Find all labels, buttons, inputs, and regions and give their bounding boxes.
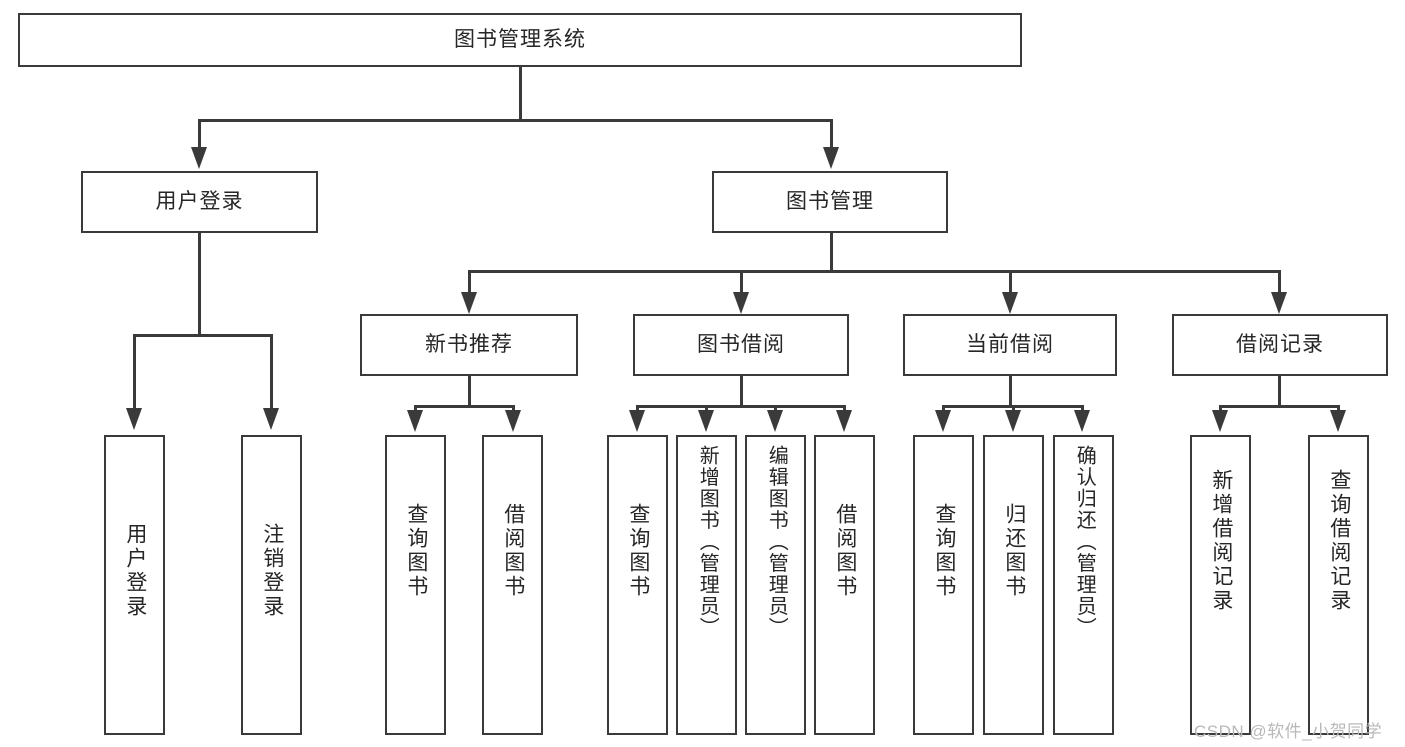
node-leaf-logout-label: 注销登录 (260, 523, 284, 619)
edge-current-borrow-drop-3 (1081, 405, 1084, 413)
node-leaf-borrow-book-2-label: 借阅图书 (833, 503, 857, 599)
edge-book-borrow-bus (636, 405, 846, 408)
node-user-login-label: 用户登录 (155, 189, 244, 213)
edge-user-login-stem (198, 233, 201, 334)
edge-new-book-drop-2 (512, 405, 515, 413)
node-current-borrow-label: 当前借阅 (966, 332, 1054, 356)
edge-book-borrow-drop-2 (705, 405, 708, 413)
node-borrow-record[interactable]: 借阅记录 (1172, 314, 1388, 376)
node-book-borrow[interactable]: 图书借阅 (633, 314, 849, 376)
node-leaf-add-record-label: 新增借阅记录 (1209, 469, 1233, 613)
arrow-to-leaf-return-book (1005, 410, 1021, 432)
arrow-to-leaf-edit-book (767, 410, 783, 432)
arrow-to-leaf-borrow-book-2 (836, 410, 852, 432)
edge-user-login-bus (133, 334, 272, 337)
edge-borrow-record-drop-1 (1219, 405, 1222, 413)
arrow-to-borrow-record (1271, 292, 1287, 314)
arrow-to-leaf-user-login (126, 408, 142, 430)
edge-level2-bus (198, 119, 832, 122)
node-leaf-query-book-2[interactable]: 查询图书 (607, 435, 668, 735)
node-user-login[interactable]: 用户登录 (81, 171, 318, 233)
node-root-label: 图书管理系统 (454, 27, 586, 51)
node-leaf-logout[interactable]: 注销登录 (241, 435, 302, 735)
arrow-to-leaf-borrow-book-1 (505, 410, 521, 432)
edge-book-manage-stem (830, 233, 833, 270)
edge-borrow-record-stem (1278, 376, 1281, 405)
arrow-to-user-login (191, 147, 207, 169)
edge-level3-drop-3 (1009, 270, 1012, 292)
edge-current-borrow-stem (1009, 376, 1012, 405)
edge-book-borrow-drop-3 (774, 405, 777, 413)
edge-new-book-bus (414, 405, 515, 408)
arrow-to-book-borrow (733, 292, 749, 314)
arrow-to-leaf-add-record (1212, 410, 1228, 432)
node-leaf-borrow-book-2[interactable]: 借阅图书 (814, 435, 875, 735)
edge-book-borrow-drop-1 (636, 405, 639, 413)
watermark: CSDN @软件_小贺同学 (1194, 722, 1383, 741)
edge-root-stem (519, 67, 522, 119)
node-leaf-add-book[interactable]: 新增图书（管理员） (676, 435, 737, 735)
node-leaf-edit-book[interactable]: 编辑图书（管理员） (745, 435, 806, 735)
edge-level3-bus (468, 270, 1280, 273)
node-new-book-recommend-label: 新书推荐 (425, 332, 513, 356)
node-leaf-confirm-return-label: 确认归还（管理员） (1073, 445, 1096, 639)
node-current-borrow[interactable]: 当前借阅 (903, 314, 1117, 376)
edge-user-login-drop-2 (270, 334, 273, 408)
edge-book-borrow-drop-4 (843, 405, 846, 413)
node-root[interactable]: 图书管理系统 (18, 13, 1022, 67)
edge-level2-drop-right (830, 119, 833, 147)
edge-level3-drop-4 (1278, 270, 1281, 292)
edge-user-login-drop-1 (133, 334, 136, 408)
edge-level3-drop-2 (740, 270, 743, 292)
arrow-to-book-manage (823, 147, 839, 169)
arrow-to-leaf-add-book (698, 410, 714, 432)
edge-new-book-stem (468, 376, 471, 405)
node-leaf-query-book-2-label: 查询图书 (626, 503, 650, 599)
node-leaf-user-login[interactable]: 用户登录 (104, 435, 165, 735)
node-leaf-user-login-label: 用户登录 (123, 523, 147, 619)
node-leaf-confirm-return[interactable]: 确认归还（管理员） (1053, 435, 1114, 735)
node-leaf-query-book-1[interactable]: 查询图书 (385, 435, 446, 735)
node-book-manage-label: 图书管理 (786, 189, 874, 213)
arrow-to-leaf-query-book-1 (407, 410, 423, 432)
node-leaf-query-book-3[interactable]: 查询图书 (913, 435, 974, 735)
edge-current-borrow-drop-2 (1012, 405, 1015, 413)
edge-current-borrow-drop-1 (942, 405, 945, 413)
node-leaf-query-book-3-label: 查询图书 (932, 503, 956, 599)
node-leaf-borrow-book-1-label: 借阅图书 (501, 503, 525, 599)
node-book-borrow-label: 图书借阅 (697, 332, 785, 356)
node-leaf-add-record[interactable]: 新增借阅记录 (1190, 435, 1251, 735)
node-leaf-query-record-label: 查询借阅记录 (1327, 469, 1351, 613)
arrow-to-leaf-query-book-3 (935, 410, 951, 432)
node-book-manage[interactable]: 图书管理 (712, 171, 948, 233)
node-leaf-return-book-label: 归还图书 (1002, 503, 1026, 599)
node-borrow-record-label: 借阅记录 (1236, 332, 1324, 356)
edge-level3-drop-1 (468, 270, 471, 292)
arrow-to-current-borrow (1002, 292, 1018, 314)
edge-book-borrow-stem (740, 376, 743, 405)
node-new-book-recommend[interactable]: 新书推荐 (360, 314, 578, 376)
edge-borrow-record-drop-2 (1337, 405, 1340, 413)
arrow-to-leaf-query-book-2 (629, 410, 645, 432)
edge-level2-drop-left (198, 119, 201, 147)
arrow-to-new-book-recommend (461, 292, 477, 314)
node-leaf-borrow-book-1[interactable]: 借阅图书 (482, 435, 543, 735)
edge-borrow-record-bus (1219, 405, 1339, 408)
arrow-to-leaf-confirm-return (1074, 410, 1090, 432)
node-leaf-query-book-1-label: 查询图书 (404, 503, 428, 599)
arrow-to-leaf-logout (263, 408, 279, 430)
edge-new-book-drop-1 (414, 405, 417, 413)
arrow-to-leaf-query-record (1330, 410, 1346, 432)
node-leaf-query-record[interactable]: 查询借阅记录 (1308, 435, 1369, 735)
node-leaf-add-book-label: 新增图书（管理员） (696, 445, 719, 639)
node-leaf-return-book[interactable]: 归还图书 (983, 435, 1044, 735)
node-leaf-edit-book-label: 编辑图书（管理员） (765, 445, 788, 639)
